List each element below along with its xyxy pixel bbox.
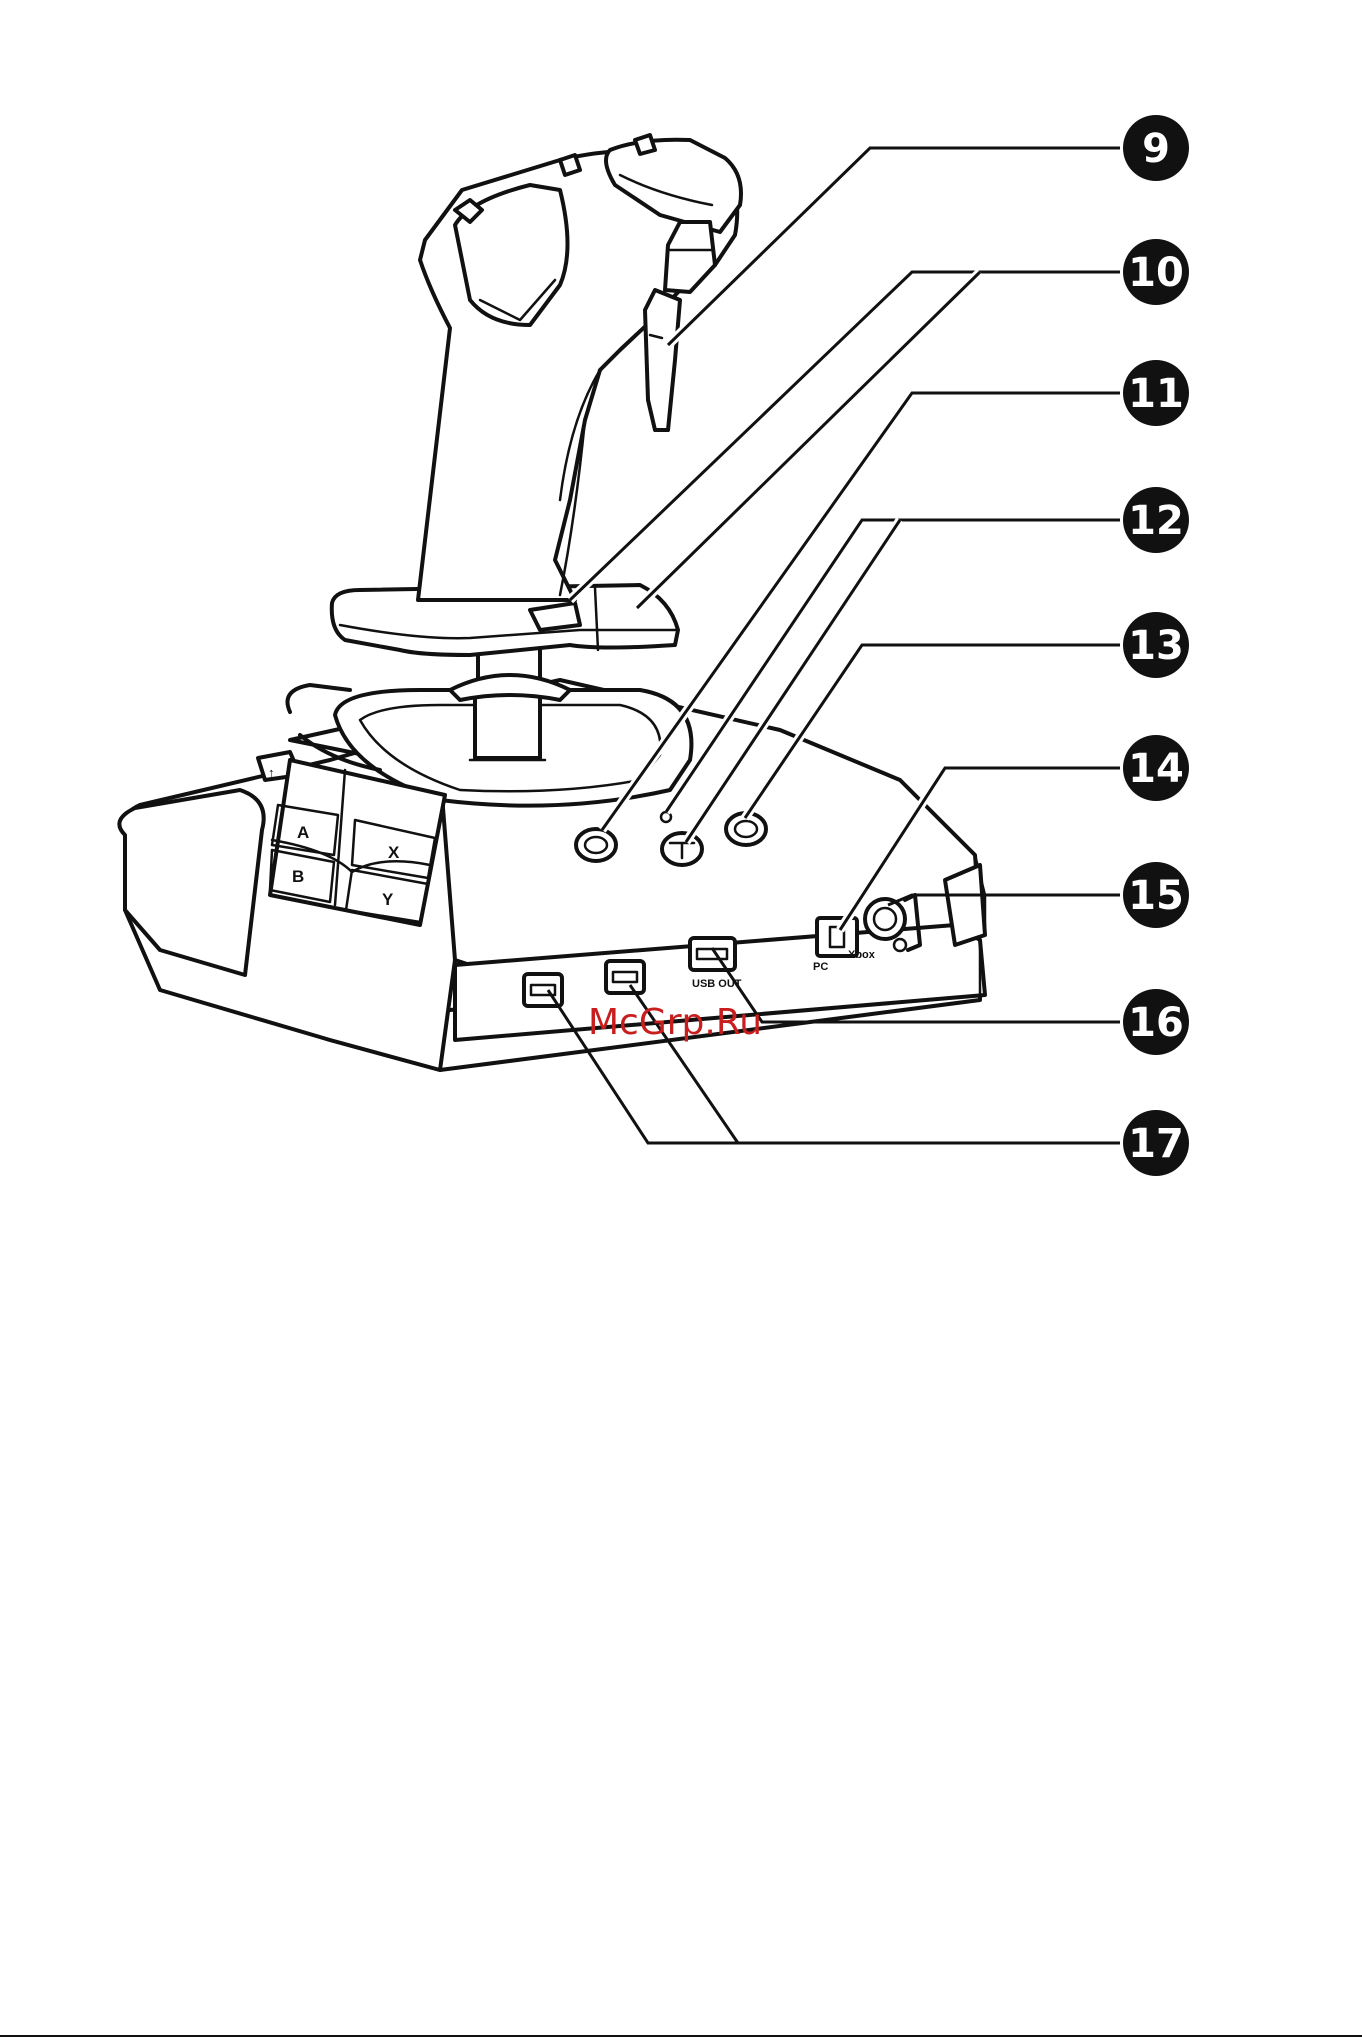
base-button-12[interactable]: [662, 833, 702, 865]
callout-number: 11: [1128, 371, 1184, 417]
callout-14: 14: [1123, 735, 1189, 801]
callout-number: 12: [1128, 498, 1184, 544]
base-button-11[interactable]: [576, 829, 616, 861]
pc-label: PC: [813, 961, 828, 973]
usb-port-2[interactable]: [606, 961, 644, 993]
svg-text:X: X: [388, 843, 400, 862]
page-bottom-rule: [0, 2035, 1362, 2037]
callout-17: 17: [1123, 1110, 1189, 1176]
watermark: McGrp.Ru: [588, 1002, 762, 1043]
callout-number: 9: [1142, 126, 1170, 172]
svg-text:B: B: [292, 867, 304, 886]
callout-number: 16: [1128, 1000, 1184, 1046]
svg-text:A: A: [297, 823, 309, 842]
xbox-label: Xbox: [848, 949, 876, 961]
callout-number: 17: [1128, 1121, 1184, 1167]
callout-10: 10: [1123, 239, 1189, 305]
usb-out-port[interactable]: [690, 938, 735, 970]
callout-11: 11: [1123, 360, 1189, 426]
callout-number: 13: [1128, 623, 1184, 669]
callout-number: 10: [1128, 250, 1184, 296]
callout-12: 12: [1123, 487, 1189, 553]
callout-16: 16: [1123, 989, 1189, 1055]
callout-number: 14: [1128, 746, 1184, 792]
callout-15: 15: [1123, 862, 1189, 928]
callout-9: 9: [1123, 115, 1189, 181]
callout-13: 13: [1123, 612, 1189, 678]
svg-text:↑: ↑: [268, 765, 275, 780]
callout-number: 15: [1128, 873, 1184, 919]
joystick-stick: [332, 135, 741, 700]
svg-text:Y: Y: [382, 890, 394, 909]
